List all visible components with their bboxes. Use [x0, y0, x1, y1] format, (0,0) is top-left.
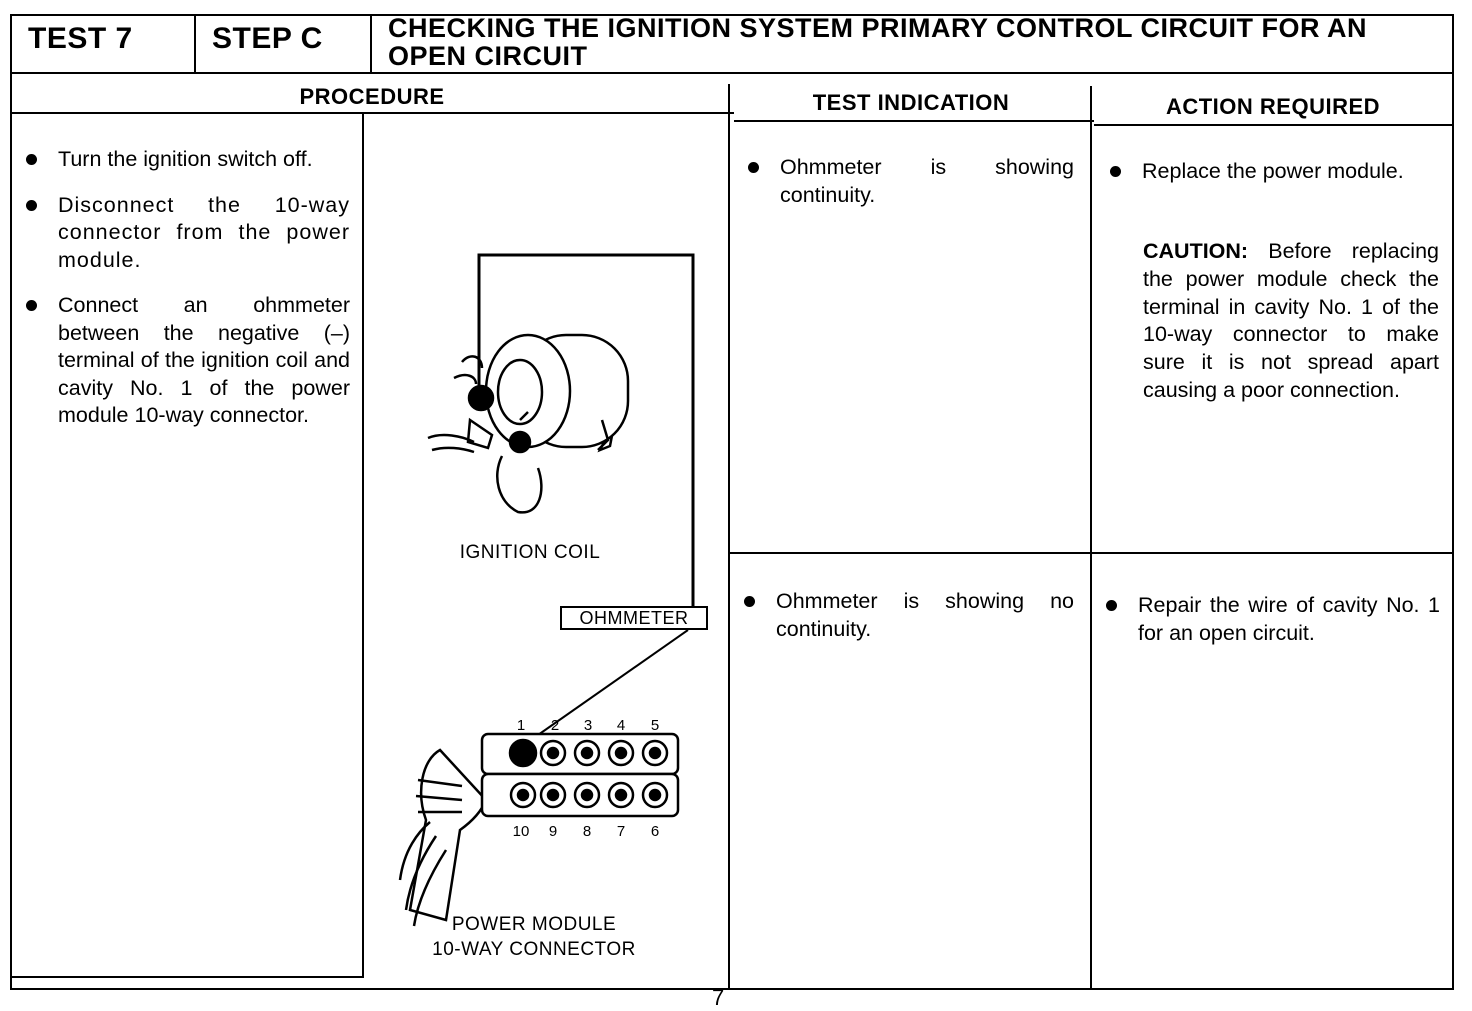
connector-label-line1: POWER MODULE	[452, 914, 616, 935]
step-label: STEP C	[212, 22, 323, 55]
col-divider-procedure-diagram	[362, 112, 364, 978]
connector-top-cavities	[508, 738, 669, 768]
table-frame	[10, 14, 1454, 990]
ohmmeter-label: OHMMETER	[560, 606, 708, 630]
pin-number: 5	[651, 717, 659, 734]
indication-list-row-2: Ohmmeter is showing no continuity.	[742, 588, 1074, 661]
pin-number: 2	[551, 717, 559, 734]
procedure-step: Disconnect the 10-way connector from the…	[24, 192, 350, 275]
action-header-rule	[1094, 124, 1454, 126]
test-indication: Ohmmeter is showing continuity.	[746, 154, 1074, 209]
bullet-icon	[26, 199, 37, 211]
bullet-icon	[748, 162, 759, 173]
procedure-list: Turn the ignition switch off. Disconnect…	[24, 146, 350, 448]
test-indication-heading: TEST INDICATION	[812, 90, 1010, 115]
procedure-step: Turn the ignition switch off.	[24, 146, 350, 174]
bullet-icon	[1106, 600, 1117, 611]
row-divider	[728, 552, 1454, 554]
test-number: TEST 7	[28, 22, 133, 55]
action-list-row-1: Replace the power module.	[1108, 158, 1440, 204]
connector-label-line2: 10-WAY CONNECTOR	[432, 939, 636, 960]
action-required-heading: ACTION REQUIRED	[1165, 94, 1381, 119]
ignition-coil-icon	[427, 333, 630, 514]
action-required: Replace the power module.	[1108, 158, 1440, 186]
power-module-connector-icon	[398, 732, 680, 927]
pin-number: 3	[584, 717, 592, 734]
procedure-step: Connect an ohmmeter between the negative…	[24, 292, 350, 430]
pin-number: 1	[517, 717, 525, 734]
caution-note: CAUTION: Before replacing the power modu…	[1143, 238, 1439, 405]
page-title: CHECKING THE IGNITION SYSTEM PRIMARY CON…	[388, 13, 1368, 71]
caution-text: Before replacing the power module check …	[1143, 239, 1439, 402]
procedure-heading: PROCEDURE	[299, 84, 445, 109]
procedure-bottom-rule	[10, 976, 364, 978]
test-indication: Ohmmeter is showing no continuity.	[742, 588, 1074, 643]
action-required: Repair the wire of cavity No. 1 for an o…	[1104, 592, 1440, 647]
col-divider-indication-action	[1090, 86, 1092, 990]
col-divider-procedure-indication	[728, 84, 730, 990]
pin-number: 10	[513, 823, 530, 840]
page-number: 7	[712, 985, 725, 1010]
connector-bottom-cavities	[509, 781, 669, 809]
ignition-coil-label: IGNITION COIL	[460, 542, 601, 563]
indication-header-rule	[734, 120, 1094, 122]
bullet-icon	[26, 300, 37, 311]
header-bottom-rule	[10, 72, 1454, 74]
action-list-row-2: Repair the wire of cavity No. 1 for an o…	[1104, 592, 1440, 665]
caution-label: CAUTION:	[1143, 239, 1249, 263]
procedure-header-rule	[10, 112, 734, 114]
ohmmeter-lead-coil	[477, 253, 695, 608]
pin-number: 8	[583, 823, 591, 840]
pin-number: 4	[617, 717, 625, 734]
bullet-icon	[744, 596, 755, 607]
header-divider-2	[370, 14, 372, 74]
ignition-test-diagram: IGNITION COIL	[398, 253, 695, 960]
pin-number: 7	[617, 823, 625, 840]
bullet-icon	[26, 154, 37, 165]
pin-number: 9	[549, 823, 557, 840]
bullet-icon	[1110, 166, 1121, 177]
indication-list-row-1: Ohmmeter is showing continuity.	[746, 154, 1074, 227]
ohmmeter-lead-connector	[527, 629, 689, 743]
cavity-1	[508, 738, 538, 768]
header-divider-1	[194, 14, 196, 74]
pin-number: 6	[651, 823, 659, 840]
